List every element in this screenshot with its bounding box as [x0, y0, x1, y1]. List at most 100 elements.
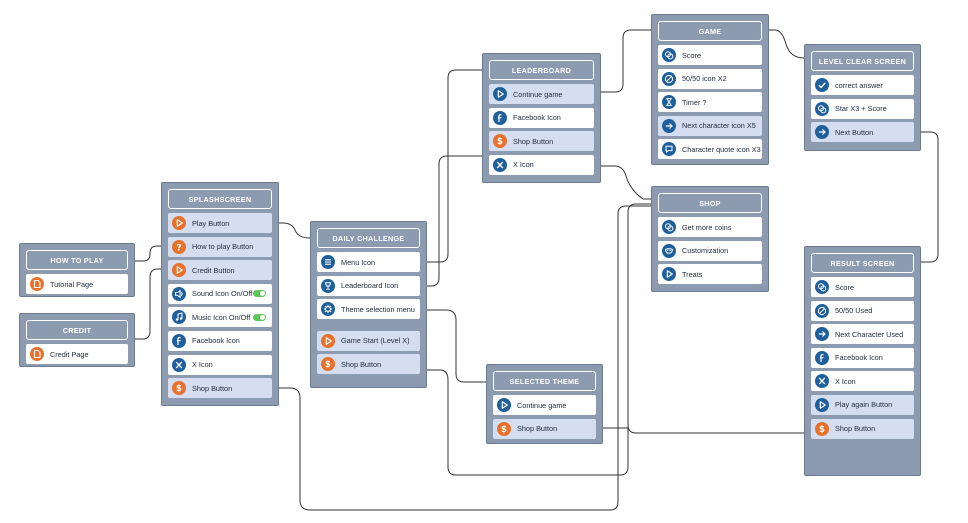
panel-title: DAILY CHALLENGE: [317, 228, 420, 248]
panel-row: Sound Icon On/Off: [168, 283, 272, 304]
panel-row: Game Start (Level X): [317, 330, 420, 351]
panel-row: Menu Icon: [317, 252, 420, 272]
svg-text:$: $: [176, 384, 182, 394]
row-label: Character quote icon X3: [682, 144, 761, 154]
panel-row: Facebook Icon: [489, 107, 594, 128]
row-label: Next character icon X5: [682, 121, 756, 131]
panel-title: LEVEL CLEAR SCREEN: [811, 51, 914, 71]
row-label: Shop Button: [192, 383, 233, 393]
panel-row: Character quote icon X3: [658, 139, 762, 160]
row-label: Shop Button: [835, 424, 876, 434]
panel-title: HOW TO PLAY: [26, 250, 128, 270]
row-label: Shop Button: [513, 136, 554, 146]
panel-title: GAME: [658, 21, 762, 41]
trophy-icon: [321, 278, 335, 293]
play-icon: [321, 333, 335, 348]
mask-icon: [662, 243, 676, 258]
speech-bubble-icon: [662, 142, 676, 157]
menu-icon: [321, 255, 335, 269]
panel-row: 50/50 icon X2: [658, 68, 762, 89]
row-label: Leaderboard Icon: [341, 281, 399, 291]
panel-game: GAME Score 50/50 icon X2 Timer ? Next chara…: [651, 14, 769, 165]
play-icon: [172, 216, 186, 230]
row-label: Facebook Icon: [513, 113, 561, 123]
panel-row: X Icon: [811, 371, 914, 392]
connector-selected-theme: [421, 309, 486, 383]
arrow-right-icon: [815, 125, 829, 140]
panel-row: Customization: [658, 240, 762, 261]
panel-title: SELECTED THEME: [493, 371, 596, 391]
row-label: Credit Button: [192, 265, 235, 275]
panel-row: Timer ?: [658, 92, 762, 113]
row-label: Score: [682, 50, 702, 60]
panel-row: Play Button: [168, 213, 272, 233]
svg-text:$: $: [325, 361, 331, 371]
panel-row: $ Shop Button: [811, 418, 914, 439]
x-logo-icon: [493, 157, 507, 172]
arrow-right-icon: [662, 118, 676, 133]
panel-title: CREDIT: [26, 320, 128, 340]
panel-row: Next Character Used: [811, 324, 914, 345]
panel-row: Get more coins: [658, 217, 762, 237]
row-label: Treats: [682, 269, 703, 279]
row-label: Timer ?: [682, 97, 707, 107]
panel-row: Continue game: [489, 84, 594, 104]
svg-text:$: $: [497, 137, 503, 147]
row-label: Score: [835, 282, 855, 292]
row-label: Sound Icon On/Off: [192, 289, 253, 299]
checkmark-icon: [815, 78, 829, 92]
panel-title: LEADERBOARD: [489, 60, 594, 80]
row-label: How to play Button: [192, 242, 254, 252]
toggle-switch-icon: [253, 290, 266, 298]
row-label: Tutorial Page: [50, 279, 94, 289]
gear-icon: [321, 302, 335, 317]
panel-row: Facebook Icon: [168, 330, 272, 351]
panel-row: Theme selection menu: [317, 299, 420, 320]
panel-row: $ Shop Button: [168, 378, 272, 399]
row-label: Shop Button: [517, 424, 558, 434]
row-label: Theme selection menu: [341, 304, 415, 314]
svg-text:?: ?: [176, 243, 181, 253]
panel-row: Next Button: [811, 122, 914, 143]
connector-leaderboard-icon: [421, 155, 486, 287]
panel-row: $ Shop Button: [317, 354, 420, 375]
row-label: Play again Button: [835, 400, 893, 410]
row-label: Continue game: [513, 89, 563, 99]
row-label: correct answer: [835, 80, 883, 90]
panel-title: RESULT SCREEN: [811, 253, 914, 273]
arrow-right-icon: [815, 327, 829, 342]
play-icon: [815, 397, 829, 412]
panel-row: Continue game: [493, 395, 596, 415]
row-label: Shop Button: [341, 359, 382, 369]
row-label: X Icon: [192, 360, 213, 370]
hourglass-icon: [662, 95, 676, 110]
connector-level-clear: [769, 29, 805, 59]
panel-row: 50/50 Used: [811, 300, 914, 321]
row-label: 50/50 Used: [835, 306, 873, 316]
row-label: Facebook Icon: [192, 336, 240, 346]
row-label: Play Button: [192, 218, 230, 228]
coin-icon: $: [321, 357, 335, 372]
row-label: 50/50 icon X2: [682, 74, 727, 84]
panel-row: Star X3 + Score: [811, 98, 914, 119]
row-label: Music Icon On/Off: [192, 312, 251, 322]
coins-icon: [662, 220, 676, 234]
panel-splashscreen: SPLASHSCREEN Play Button? How to play But…: [161, 182, 279, 406]
toggle-switch-icon: [253, 313, 266, 321]
panel-title: SPLASHSCREEN: [168, 189, 272, 209]
coin-icon: $: [815, 421, 829, 436]
panel-row: Score: [658, 45, 762, 65]
panel-row: Credit Button: [168, 260, 272, 281]
panel-row: Facebook Icon: [811, 347, 914, 368]
panel-credit: CREDIT Credit Page: [19, 313, 135, 367]
coins-icon: [662, 48, 676, 62]
row-label: Get more coins: [682, 222, 732, 232]
play-icon: [493, 87, 507, 101]
svg-text:$: $: [819, 425, 825, 435]
connector-splash-shop: [273, 205, 651, 511]
panel-row: ? How to play Button: [168, 236, 272, 257]
